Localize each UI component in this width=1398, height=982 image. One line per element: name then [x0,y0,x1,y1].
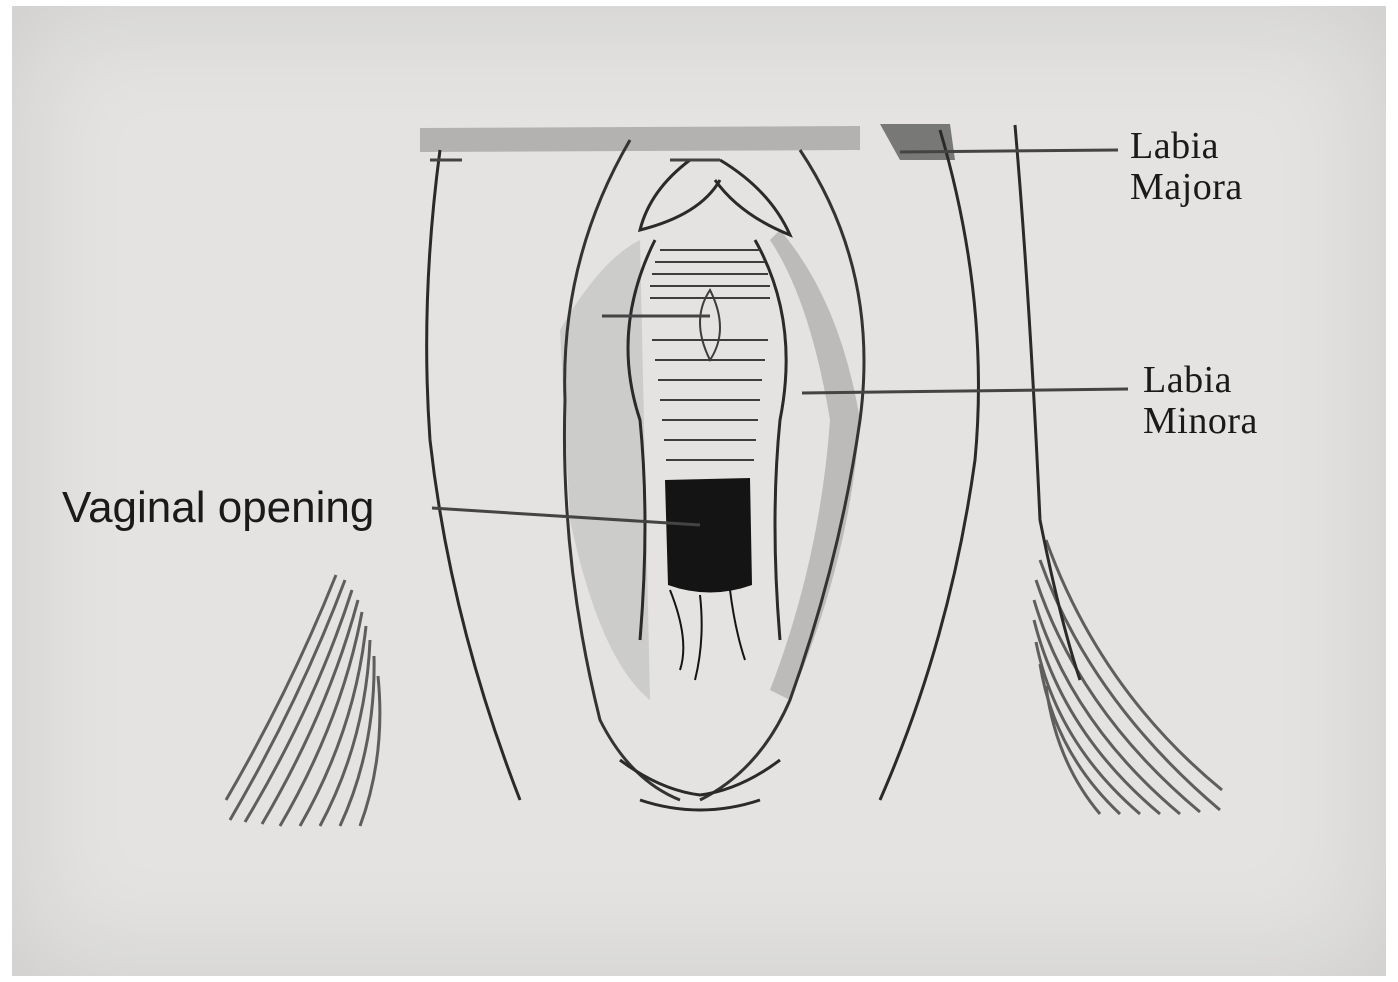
inner-hatching [650,250,770,460]
leader-line-labia-majora [900,150,1118,152]
label-labia-minora: Labia Minora [1143,360,1258,442]
vaginal-opening-shape [665,478,752,593]
label-vaginal-opening: Vaginal opening [62,484,374,532]
label-labia-majora: Labia Majora [1130,126,1243,208]
left-thigh-hatching [226,575,380,826]
leader-lines [430,150,1128,525]
outer-contours [427,125,1080,800]
right-thigh-hatching [1034,540,1222,814]
perineum-contours [620,760,780,810]
vaginal-opening-texture [670,590,745,680]
